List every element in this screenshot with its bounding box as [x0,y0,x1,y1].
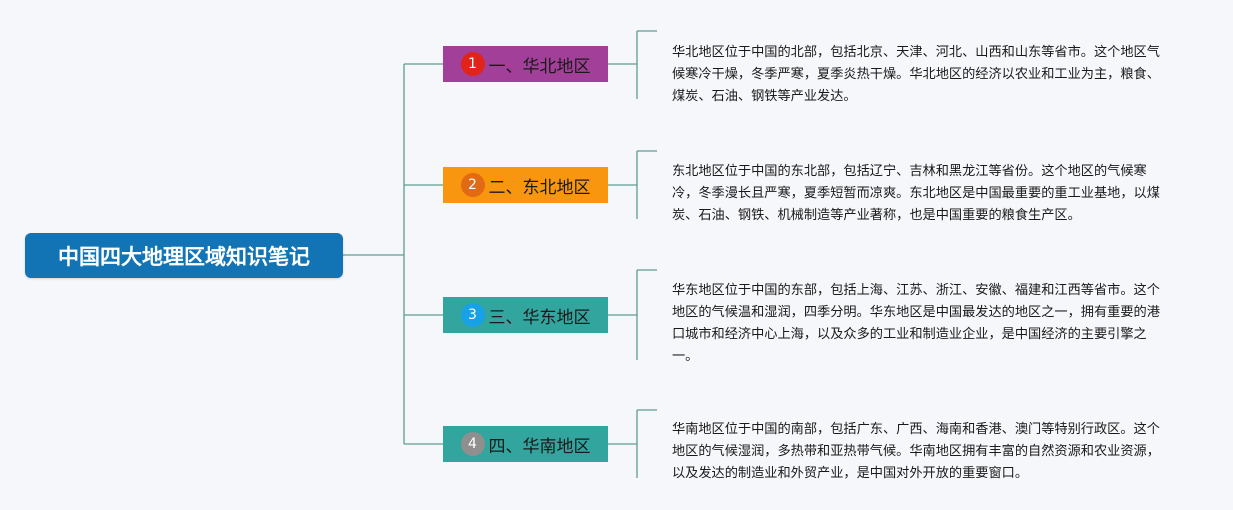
note-connector-4 [608,409,657,478]
note-east-china: 华东地区位于中国的东部，包括上海、江苏、浙江、安徽、福建和江西等省市。这个地区的… [672,283,1160,364]
number-badge-3: 3 [460,303,485,327]
note-northeast-china: 东北地区位于中国的东北部，包括辽宁、吉林和黑龙江等省份。这个地区的气候寒冷，冬季… [672,164,1160,223]
branch-label: 三、华东地区 [488,307,591,328]
number-badge-4: 4 [460,432,485,456]
branch-label: 二、东北地区 [488,177,591,198]
note-south-china: 华南地区位于中国的南部，包括广东、广西、海南和香港、澳门等特别行政区。这个地区的… [672,422,1160,481]
branch-east-china[interactable]: 3 三、华东地区 [443,297,608,333]
branch-label: 一、华北地区 [488,56,591,77]
branch-label: 四、华南地区 [488,436,591,457]
note-connector-1 [608,30,657,99]
note-connector-2 [608,150,657,219]
note-connector-3 [608,269,657,360]
branch-south-china[interactable]: 4 四、华南地区 [443,426,608,462]
note-north-china: 华北地区位于中国的北部，包括北京、天津、河北、山西和山东等省市。这个地区气候寒冷… [672,45,1160,104]
number-badge-1: 1 [460,52,485,76]
root-topic[interactable]: 中国四大地理区域知识笔记 [25,233,343,278]
branch-north-china[interactable]: 1 一、华北地区 [443,46,608,82]
branch-northeast-china[interactable]: 2 二、东北地区 [443,167,608,203]
number-badge-2: 2 [460,173,485,197]
